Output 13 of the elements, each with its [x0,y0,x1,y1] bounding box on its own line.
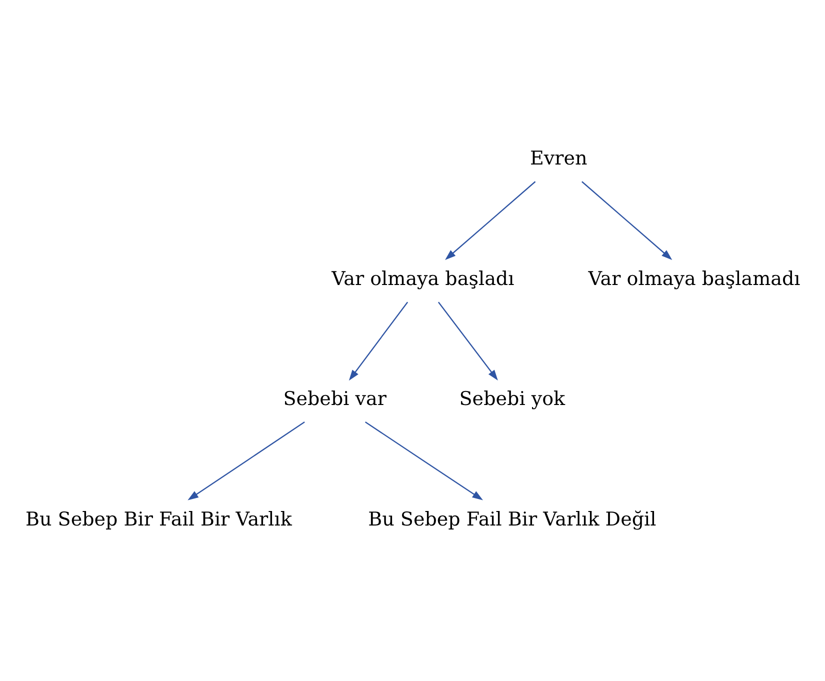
arrow [188,422,305,500]
node-text: Sebebi yok [459,388,566,410]
arrow [445,181,536,260]
node-text: Bu Sebep Bir Fail Bir Varlık [26,508,292,530]
node-text: Var olmaya başladı [332,268,514,290]
arrow [365,422,483,500]
arrow [438,302,498,381]
arrow [582,181,672,260]
node-text: Evren [530,148,588,170]
arrow [348,302,408,381]
node-text: Sebebi var [283,388,386,410]
node-text: Var olmaya başlamadı [588,268,800,290]
node-text: Bu Sebep Fail Bir Varlık Değil [368,508,656,530]
